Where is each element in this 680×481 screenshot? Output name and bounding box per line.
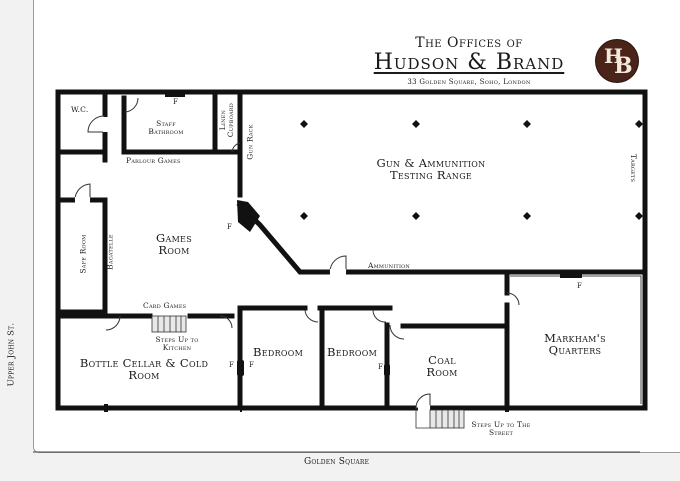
door-coal2 xyxy=(372,309,387,323)
door-cellar xyxy=(105,315,121,331)
fixture-mark-bedroom: F xyxy=(378,363,384,371)
door-linen xyxy=(231,142,241,153)
title-block: The Offices of Hudson & Brand 33 Golden … xyxy=(362,35,576,88)
fixture-bedroom xyxy=(384,364,390,376)
hb-monogram-logo: H B xyxy=(596,40,638,82)
label-ammunition: Ammunition xyxy=(368,261,411,270)
gun-rack-wedge xyxy=(237,200,260,232)
label-bottle-cellar: Bottle Cellar & Cold Room xyxy=(79,356,209,383)
logo-letter-b: B xyxy=(614,53,633,79)
street-upper-john: Upper John St. xyxy=(6,322,17,387)
map-paper xyxy=(33,0,680,453)
fixture-mark-markham: F xyxy=(577,282,583,290)
label-testing-range: Gun & Ammunition Testing Range xyxy=(376,156,486,183)
door-wc xyxy=(87,115,105,133)
fixture-mark-cellar-left: F xyxy=(229,361,235,369)
door-range xyxy=(329,255,347,273)
markham-inner xyxy=(510,275,642,404)
door-coal xyxy=(389,324,405,340)
label-safe-room: Safe Room xyxy=(78,234,88,274)
door-bed1 xyxy=(304,309,319,323)
title-company: Hudson & Brand xyxy=(373,50,565,75)
label-card-games: Card Games xyxy=(143,301,187,310)
fixture-mark-games: F xyxy=(227,223,233,231)
label-wc: W.C. xyxy=(71,105,89,114)
door-bathroom xyxy=(124,97,139,113)
fixture-markham xyxy=(560,273,582,278)
label-markham-quarters: Markham's Quarters xyxy=(544,331,606,358)
fixture-mark-cellar-right: F xyxy=(249,361,255,369)
bathroom-wall xyxy=(121,89,243,155)
label-bedroom-2: Bedroom xyxy=(327,345,378,359)
label-coal-room: Coal Room xyxy=(426,353,458,380)
label-linen-cupboard: Linen Cupboard xyxy=(217,103,235,138)
logo-letter-h: H xyxy=(604,44,623,68)
label-staff-bathroom: Staff Bathroom xyxy=(148,119,184,137)
door-safe xyxy=(74,183,91,201)
label-steps-street: Steps Up to The Street xyxy=(471,420,531,438)
steps-kitchen-icon xyxy=(151,315,187,333)
label-bagatelle: Bagatelle xyxy=(105,234,115,270)
label-gun-rack: Gun Rack xyxy=(245,124,255,160)
steps-street-icon xyxy=(415,408,465,429)
door-cellar2 xyxy=(219,315,233,329)
range-pillars xyxy=(300,120,643,220)
fixture-cellar xyxy=(237,360,244,376)
door-markham xyxy=(506,292,520,306)
label-steps-kitchen: Steps Up to Kitchen xyxy=(155,335,199,353)
label-games-room: Games Room xyxy=(156,231,192,258)
label-targets: Targets xyxy=(629,153,639,183)
label-parlour-games: Parlour Games xyxy=(126,156,181,165)
fixture-mark-bathroom: F xyxy=(173,98,179,106)
title-address: 33 Golden Square, Soho, London xyxy=(407,78,531,86)
street-golden-square: Golden Square xyxy=(304,457,370,467)
title-subheading: The Offices of xyxy=(415,35,523,51)
door-street xyxy=(415,393,431,409)
outer-wall xyxy=(55,89,648,411)
fixture-bathroom xyxy=(165,92,185,97)
label-bedroom-1: Bedroom xyxy=(253,345,304,359)
